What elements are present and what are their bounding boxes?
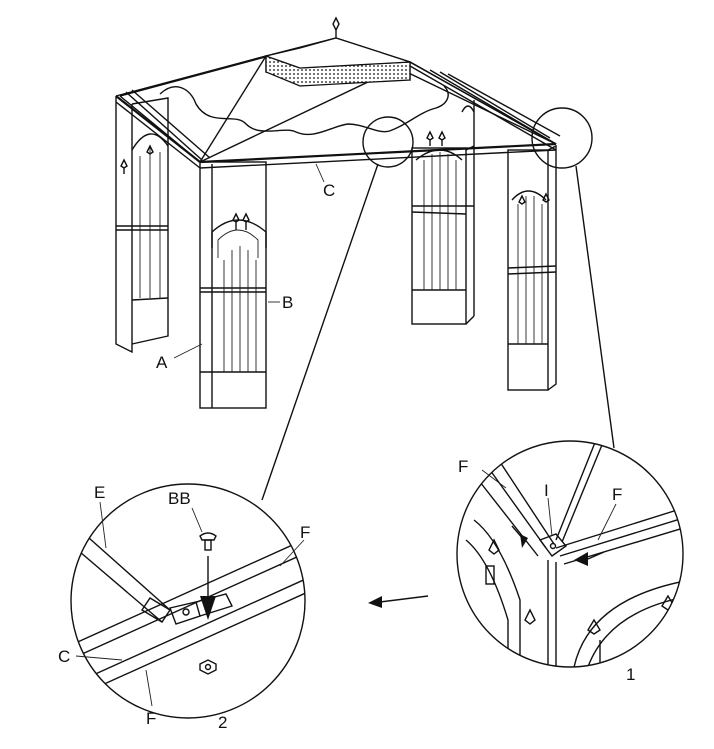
- label-i: I: [544, 481, 549, 500]
- gazebo-overview: A B C: [115, 16, 615, 501]
- arrow-icon: [574, 552, 588, 566]
- label-f-detail2-bottom: F: [146, 709, 156, 728]
- finial-icon: [332, 16, 340, 38]
- label-f-detail2: F: [300, 523, 310, 542]
- label-e: E: [94, 483, 105, 502]
- bolt-bb-icon: [199, 532, 217, 551]
- label-bb: BB: [168, 489, 191, 508]
- callout-leader-1: [575, 165, 615, 449]
- leg-front-left: [199, 161, 267, 409]
- label-c-detail2: C: [58, 647, 70, 666]
- label-b: B: [282, 293, 293, 312]
- label-f-detail1-right: F: [612, 485, 622, 504]
- detail-callout-circle-2: [362, 116, 414, 168]
- detail-1-circle: [456, 440, 684, 668]
- leg-back-right: [411, 100, 475, 325]
- label-step-2: 2: [218, 713, 227, 732]
- detail-1: F I F 1: [456, 440, 684, 684]
- down-arrow-icon: [200, 556, 216, 620]
- canopy-valance: [159, 85, 449, 136]
- roof-vent: [263, 37, 411, 87]
- leg-back-left: [115, 96, 169, 354]
- leg-front-right: [507, 144, 557, 391]
- detail-callout-circle-1: [531, 107, 593, 169]
- label-a: A: [156, 353, 168, 372]
- detail-2: E BB F C F 2: [58, 483, 310, 732]
- left-arrow-icon: [368, 595, 429, 608]
- label-step-1: 1: [626, 665, 635, 684]
- nut-icon: [199, 659, 217, 675]
- callout-leader-2: [261, 163, 379, 501]
- detail-2-circle: [70, 483, 306, 719]
- label-c-top: C: [323, 181, 335, 200]
- label-f-detail1-left: F: [458, 457, 468, 476]
